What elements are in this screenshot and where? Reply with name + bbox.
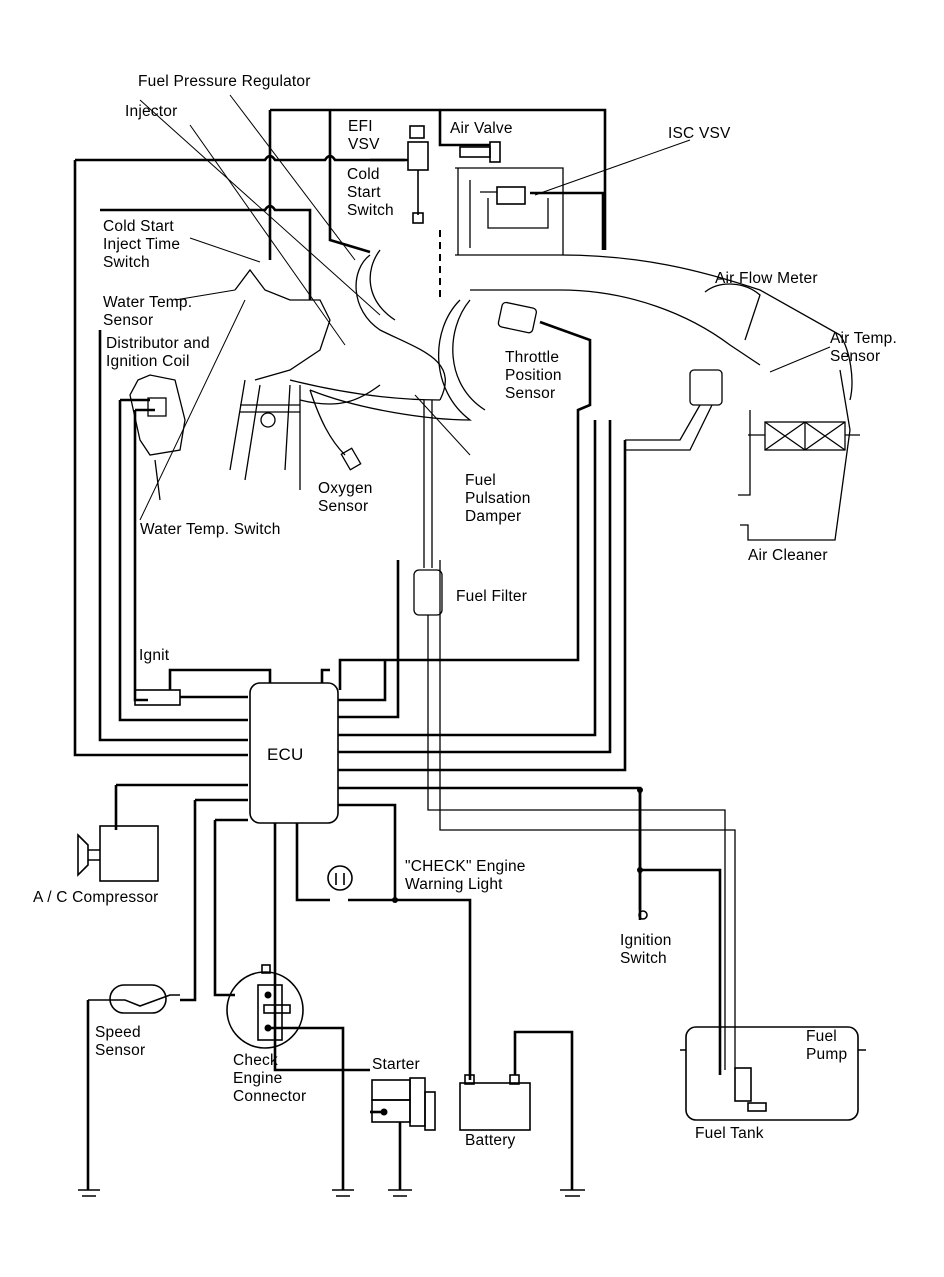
- air-cleaner: [738, 369, 860, 541]
- label-injector: Injector: [125, 103, 178, 120]
- speed-sensor: [78, 984, 180, 1197]
- label-air-flow-meter: Air Flow Meter: [715, 270, 818, 287]
- throttle-position-sensor: [338, 301, 592, 690]
- engine-block: [229, 268, 441, 490]
- label-speed-sensor: Speed Sensor: [95, 1024, 146, 1059]
- label-air-valve: Air Valve: [450, 120, 513, 137]
- label-starter: Starter: [372, 1056, 420, 1073]
- label-ignition-switch: Ignition Switch: [620, 932, 672, 967]
- label-cold-start-switch: Cold Start Switch: [347, 166, 394, 219]
- label-fuel-filter: Fuel Filter: [456, 588, 528, 605]
- top-harness-wires: [73, 108, 607, 757]
- label-throttle-position-sensor: Throttle Position Sensor: [505, 349, 562, 402]
- label-check-engine-warning-light: "CHECK" Engine Warning Light: [405, 858, 526, 893]
- label-fuel-pressure-regulator: Fuel Pressure Regulator: [138, 73, 311, 90]
- battery: [459, 1030, 585, 1197]
- air-flow-meter: [625, 283, 761, 451]
- label-distributor-ignition-coil: Distributor and Ignition Coil: [106, 335, 210, 370]
- label-ignit: Ignit: [139, 647, 170, 664]
- ecu-right-wires: [320, 420, 722, 1075]
- leader-lines: [139, 94, 831, 521]
- label-battery: Battery: [465, 1132, 516, 1149]
- air-valve: [459, 141, 501, 163]
- efi-vsv: [370, 125, 429, 224]
- label-isc-vsv: ISC VSV: [668, 125, 731, 142]
- distributor: [120, 374, 186, 501]
- ac-compressor: [77, 825, 159, 882]
- label-fuel-pulsation-damper: Fuel Pulsation Damper: [465, 472, 531, 525]
- label-fuel-pump: Fuel Pump: [806, 1028, 848, 1063]
- fuel-filter: [413, 400, 736, 1070]
- fuel-tank: [680, 1026, 866, 1121]
- starter: [370, 1077, 436, 1197]
- ignition-switch: [637, 787, 648, 920]
- label-fuel-tank: Fuel Tank: [695, 1125, 764, 1142]
- label-cold-start-inject-time-switch: Cold Start Inject Time Switch: [103, 218, 181, 271]
- label-ecu: ECU: [267, 745, 304, 764]
- intake-manifold: [309, 230, 853, 421]
- label-check-engine-connector: Check Engine Connector: [233, 1052, 307, 1105]
- label-water-temp-switch: Water Temp. Switch: [140, 521, 281, 538]
- label-air-temp-sensor: Air Temp. Sensor: [830, 330, 897, 365]
- label-efi-vsv: EFI VSV: [348, 118, 380, 153]
- label-air-cleaner: Air Cleaner: [748, 547, 828, 564]
- check-engine-warning-light: [327, 865, 472, 1080]
- check-engine-connector: [226, 964, 354, 1197]
- isc-vsv: [455, 167, 605, 255]
- label-ac-compressor: A / C Compressor: [33, 889, 159, 906]
- ecu-left-wires: [114, 668, 370, 1072]
- label-water-temp-sensor: Water Temp. Sensor: [103, 294, 193, 329]
- label-oxygen-sensor: Oxygen Sensor: [318, 480, 373, 515]
